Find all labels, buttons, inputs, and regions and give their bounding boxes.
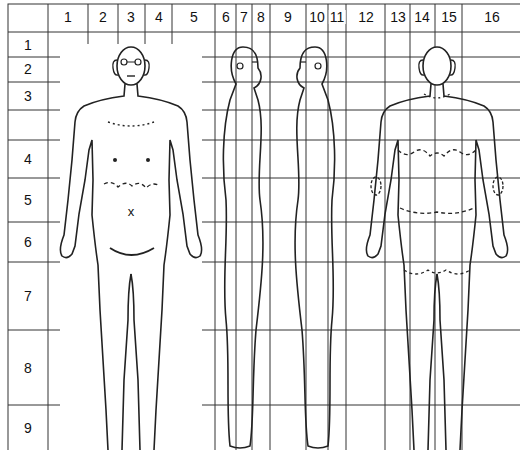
row-number: 4	[23, 152, 33, 166]
column-number: 4	[154, 10, 164, 24]
row-number: 8	[23, 361, 33, 375]
column-number: 15	[440, 10, 458, 24]
column-number: 8	[256, 10, 266, 24]
row-number: 6	[23, 235, 33, 249]
column-number: 1	[63, 10, 73, 24]
column-number: 13	[389, 10, 407, 24]
row-number: 9	[23, 421, 33, 435]
row-number: 7	[23, 289, 33, 303]
column-number: 11	[329, 10, 346, 24]
column-number: 6	[221, 10, 231, 24]
column-number: 9	[283, 10, 293, 24]
column-number: 12	[357, 10, 375, 24]
column-number: 3	[126, 10, 136, 24]
mark: x	[127, 205, 136, 218]
column-number: 2	[98, 10, 108, 24]
row-number: 2	[23, 62, 33, 76]
row-number: 1	[23, 38, 33, 52]
column-number: 14	[413, 10, 431, 24]
column-number: 10	[308, 10, 326, 24]
row-number: 5	[23, 193, 33, 207]
column-number: 5	[189, 10, 199, 24]
column-number: 16	[483, 10, 501, 24]
column-number: 7	[239, 10, 249, 24]
row-number: 3	[23, 89, 33, 103]
